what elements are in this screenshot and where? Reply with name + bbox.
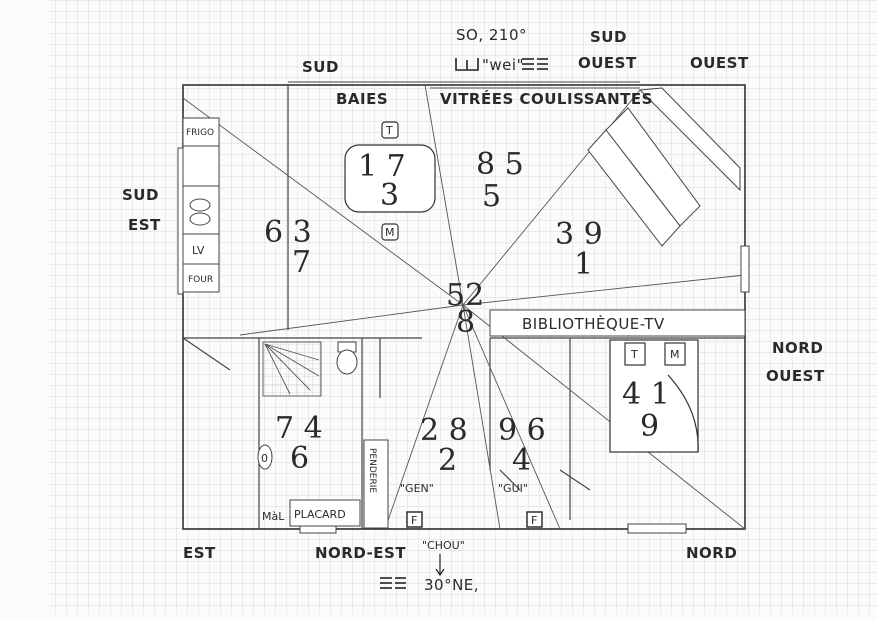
- washbasin: [257, 444, 273, 470]
- star-e-center: 6: [290, 441, 309, 476]
- outer-walls: [182, 84, 746, 530]
- star-nw-center: 9: [640, 409, 659, 444]
- star-center: 52: [446, 278, 484, 313]
- shower: [262, 341, 322, 397]
- label-chair-t: T: [385, 124, 393, 137]
- direction-sud-ouest-1: SUD: [590, 28, 627, 46]
- label-four: FOUR: [188, 275, 213, 285]
- trigram-symbols: [380, 58, 548, 589]
- label-pillow-t: T: [630, 348, 638, 361]
- star-s-center: 3: [380, 178, 399, 213]
- label-lv: LV: [192, 244, 205, 257]
- direction-sud-ouest-2: OUEST: [578, 54, 637, 72]
- arrow-icon: [435, 554, 445, 577]
- placard: [289, 439, 389, 529]
- star-ne-center: 2: [438, 443, 457, 478]
- label-f-n: F: [531, 514, 537, 527]
- label-chair-m: M: [385, 226, 395, 239]
- direction-sud-est-1: SUD: [122, 186, 159, 204]
- direction-nord-est: NORD-EST: [315, 544, 406, 562]
- label-frigo: FRIGO: [186, 128, 214, 138]
- label-bibliotheque: BIBLIOTHÈQUE-TV: [522, 314, 665, 333]
- label-f-ne: F: [411, 514, 417, 527]
- direction-ne-angle: 30°NE,: [424, 576, 479, 594]
- label-baies: BAIES: [336, 90, 388, 108]
- label-penderie: PENDERIE: [367, 448, 377, 493]
- direction-ouest: OUEST: [690, 54, 749, 72]
- star-se-center: 7: [292, 245, 311, 280]
- label-gui: "GUI": [498, 482, 528, 495]
- star-se: 6 3: [264, 215, 312, 250]
- sofa: [587, 87, 741, 247]
- star-nw: 4 1: [622, 377, 670, 412]
- star-sw: 8 5: [476, 147, 524, 182]
- direction-est: EST: [183, 544, 216, 562]
- bibliotheque-shelf: [489, 309, 746, 337]
- star-center-c: 8: [456, 305, 475, 340]
- label-placard: PLACARD: [294, 508, 346, 521]
- label-washbasin-o: 0: [261, 452, 268, 465]
- star-ne: 2 8: [420, 413, 468, 448]
- sliding-bay-windows: [288, 81, 640, 89]
- star-w-center: 1: [574, 247, 593, 282]
- label-pillow-m: M: [670, 348, 680, 361]
- interior-walls: [182, 85, 745, 529]
- trigram-wei-label: "wei": [482, 56, 524, 74]
- windows: [299, 245, 750, 534]
- star-w: 3 9: [555, 217, 603, 252]
- direction-nord-ouest-1: NORD: [772, 339, 823, 357]
- direction-nord-ouest-2: OUEST: [766, 367, 825, 385]
- fireplace-boxes: [406, 511, 543, 528]
- star-n-center: 4: [512, 443, 531, 478]
- dining-table: [344, 121, 436, 241]
- star-sw-center: 5: [482, 179, 501, 214]
- trigram-chou-label: "CHOU": [422, 539, 465, 552]
- star-s: 1 7: [358, 149, 406, 184]
- bed: [609, 339, 699, 453]
- direction-nord: NORD: [686, 544, 737, 562]
- direction-sud: SUD: [302, 58, 339, 76]
- star-e: 7 4: [275, 411, 323, 446]
- toilet: [336, 341, 358, 375]
- star-n: 9 6: [498, 413, 546, 448]
- label-vitrees: VITRÉES COULISSANTES: [440, 89, 653, 108]
- label-gen: "GEN": [400, 482, 434, 495]
- direction-so-angle: SO, 210°: [456, 26, 527, 44]
- direction-sud-est-2: EST: [128, 216, 161, 234]
- label-mal: MàL: [262, 510, 285, 523]
- kitchen-counter: [177, 117, 220, 295]
